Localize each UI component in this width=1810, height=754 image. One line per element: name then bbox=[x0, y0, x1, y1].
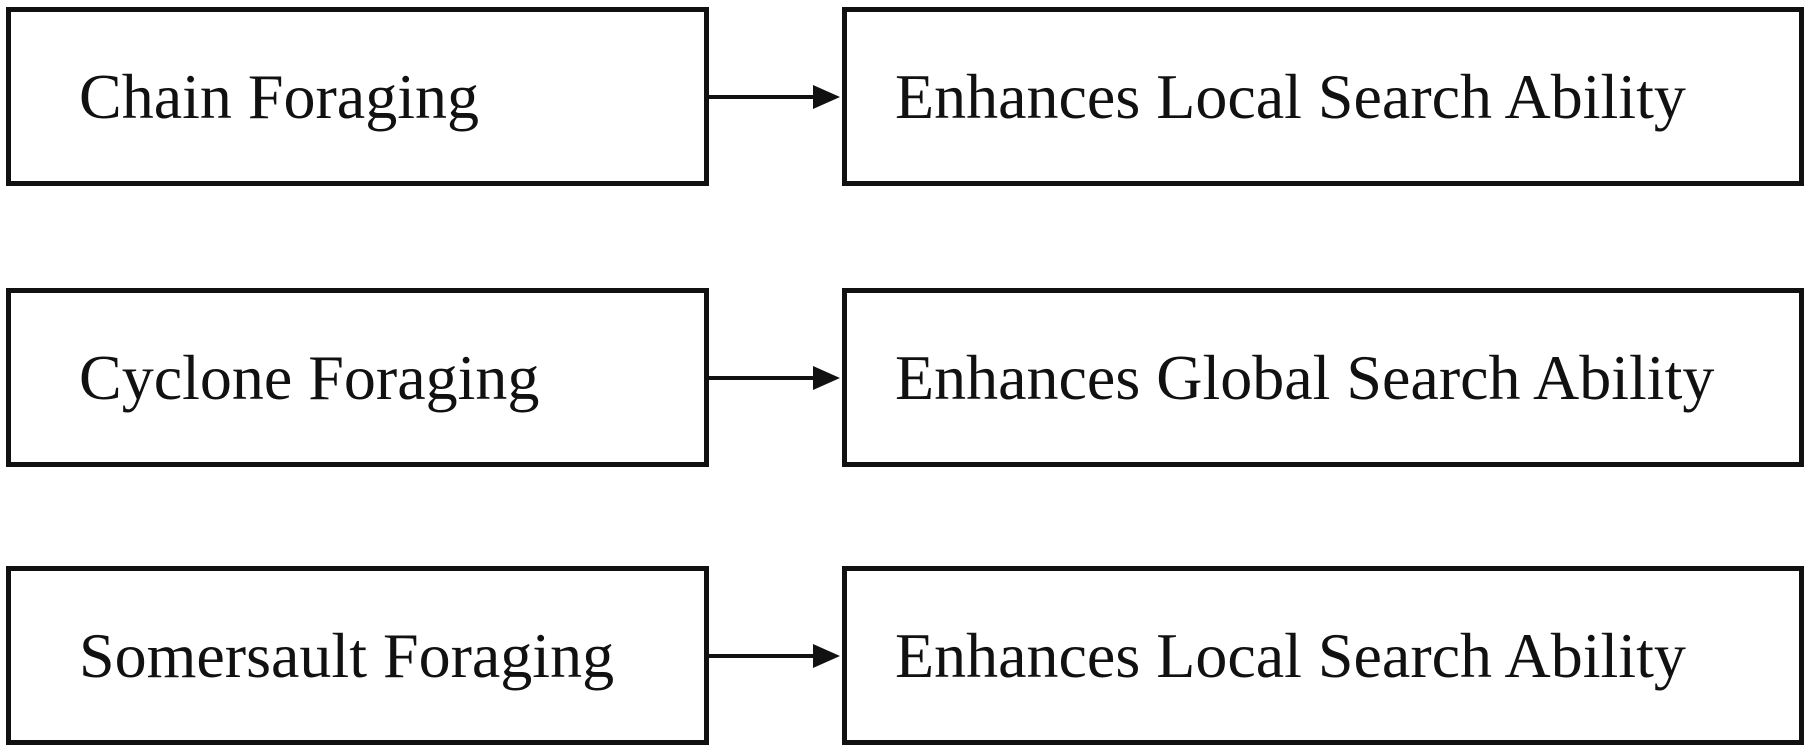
strategy-box-somersault-foraging: Somersault Foraging bbox=[6, 566, 709, 745]
arrow-right-icon bbox=[709, 366, 840, 390]
effect-box-local-search: Enhances Local Search Ability bbox=[842, 566, 1804, 745]
effect-label: Enhances Global Search Ability bbox=[895, 341, 1715, 413]
strategy-label: Somersault Foraging bbox=[79, 619, 615, 691]
strategy-box-cyclone-foraging: Cyclone Foraging bbox=[6, 288, 709, 467]
strategy-label: Cyclone Foraging bbox=[79, 341, 540, 413]
effect-label: Enhances Local Search Ability bbox=[895, 60, 1686, 132]
arrow-right-icon bbox=[709, 644, 840, 668]
strategy-label: Chain Foraging bbox=[79, 60, 479, 132]
effect-box-global-search: Enhances Global Search Ability bbox=[842, 288, 1804, 467]
strategy-box-chain-foraging: Chain Foraging bbox=[6, 7, 709, 186]
arrow-right-icon bbox=[709, 85, 840, 109]
effect-label: Enhances Local Search Ability bbox=[895, 619, 1686, 691]
effect-box-local-search: Enhances Local Search Ability bbox=[842, 7, 1804, 186]
